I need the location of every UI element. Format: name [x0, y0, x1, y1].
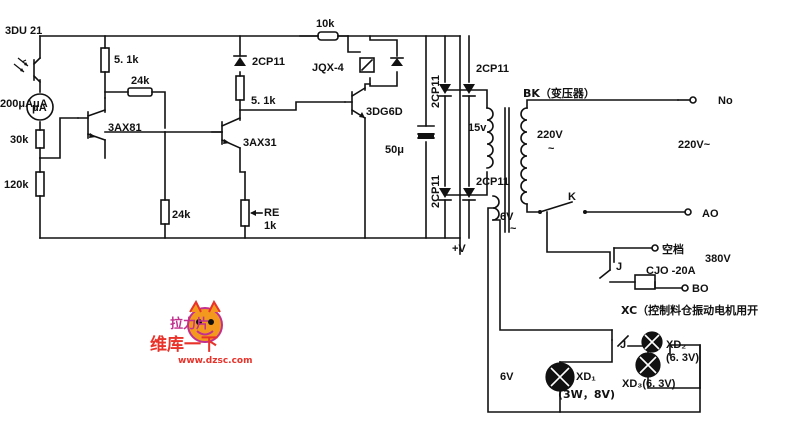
transistor-3ax31 — [211, 116, 242, 150]
transistor-3ax81 — [77, 108, 107, 142]
resistor-5k1-b — [235, 75, 245, 101]
label-meter: 200μAμA — [0, 98, 48, 110]
resistor-5k1-a — [100, 47, 110, 73]
resistor-24k-top — [127, 87, 153, 97]
label-no: No — [718, 95, 733, 107]
label-cap-50u: 50μ — [385, 144, 404, 156]
resistor-24k-bot — [160, 199, 170, 225]
capacitor-50u — [417, 125, 435, 139]
diode-relay-flyback — [390, 57, 404, 66]
label-pot-re: RE — [264, 207, 279, 219]
label-prim-tilde: ~ — [548, 143, 555, 155]
diode-2cp11-top — [233, 55, 247, 66]
lamp-xd3 — [635, 352, 661, 378]
label-wind-tilde: ~ — [510, 223, 517, 235]
diode-bridge-1 — [438, 84, 452, 97]
meter-inner-label: μA — [32, 102, 47, 114]
label-q-3ax81: 3AX81 — [108, 122, 142, 134]
label-xd2: XD₂ — [666, 339, 686, 351]
diode-bridge-4 — [462, 188, 476, 201]
watermark-brand: 维库一下 — [150, 334, 218, 355]
wiring-middle — [299, 35, 488, 251]
label-pot-1k: 1k — [264, 220, 277, 232]
mascot-icon — [187, 307, 223, 343]
label-cjo: CJO -20A — [646, 265, 696, 277]
terminal-kongdang — [651, 244, 659, 252]
potentiometer-re — [240, 199, 263, 227]
label-photo-tr: 3DU 21 — [5, 25, 42, 37]
labels: 3DU 21 200μAμA 30k 120k 5. 1k 24k 3AX81 … — [0, 18, 758, 401]
label-k: K — [568, 191, 576, 203]
resistor-120k — [35, 171, 45, 197]
label-relay-jqx: JQX-4 — [312, 62, 345, 74]
diode-bridge-2 — [462, 84, 476, 97]
label-r24k-top: 24k — [131, 75, 150, 87]
label-wind-6v: 6V — [500, 211, 514, 223]
transistor-3dg6d — [344, 86, 367, 120]
wiring-left — [39, 35, 461, 239]
label-d-2cp11-top: 2CP11 — [252, 56, 285, 68]
label-bk: BK（变压器） — [523, 86, 595, 100]
label-q-3dg6d: 3DG6D — [366, 106, 403, 118]
label-wind-15v: 15v — [468, 122, 487, 134]
label-d-2cp11-v2: 2CP11 — [430, 175, 442, 208]
label-r10k: 10k — [316, 18, 335, 30]
watermark-logo: 拉力片 维库一下 www.dzsc.com — [150, 299, 252, 366]
label-xd2-rating: (6. 3V) — [666, 352, 699, 364]
label-d-2cp11-r2: 2CP11 — [476, 176, 509, 188]
label-r51k-a: 5. 1k — [114, 54, 139, 66]
label-r51k-b: 5. 1k — [251, 95, 276, 107]
contactor-cjo — [634, 274, 656, 290]
transformer-bk — [486, 99, 701, 413]
relay-jqx4 — [359, 57, 375, 73]
label-xd3: XD₃(6. 3V) — [622, 378, 676, 390]
label-xd1-rating: (3W，8V) — [558, 388, 615, 401]
lamp-xd2 — [641, 331, 663, 353]
label-xd1: XD₁ — [576, 371, 596, 383]
watermark-url: www.dzsc.com — [178, 356, 252, 366]
label-prim-220: 220V — [537, 129, 563, 141]
label-j2: J — [620, 339, 626, 351]
phototransistor-3du21 — [13, 56, 42, 84]
terminal-no — [689, 96, 697, 104]
label-d-2cp11-v1: 2CP11 — [430, 75, 442, 108]
resistor-10k — [317, 31, 339, 41]
label-ac220: 220V~ — [678, 139, 711, 151]
label-r120k: 120k — [4, 179, 29, 191]
label-ao: AO — [702, 208, 719, 220]
resistor-30k — [35, 129, 45, 149]
switch-k — [538, 210, 587, 214]
label-q-3ax31: 3AX31 — [243, 137, 277, 149]
diode-bridge-3 — [438, 188, 452, 201]
lamp-xd1 — [545, 362, 575, 392]
label-xc: XC（控制料仓振动电机用开 — [621, 303, 758, 317]
label-kongdang: 空档 — [662, 242, 684, 256]
terminal-ao — [684, 208, 692, 216]
label-j1: J — [616, 261, 622, 273]
label-r24k-bot: 24k — [172, 209, 191, 221]
label-six-v: 6V — [500, 371, 514, 383]
watermark-badge: 拉力片 — [170, 316, 209, 332]
label-d-2cp11-r1: 2CP11 — [476, 63, 509, 75]
label-r30k: 30k — [10, 134, 29, 146]
terminal-bo — [681, 284, 689, 292]
label-plus-v: +V — [452, 243, 466, 255]
microammeter-icon: μA — [26, 93, 54, 121]
label-v380: 380V — [705, 253, 731, 265]
label-bo: BO — [692, 283, 709, 295]
